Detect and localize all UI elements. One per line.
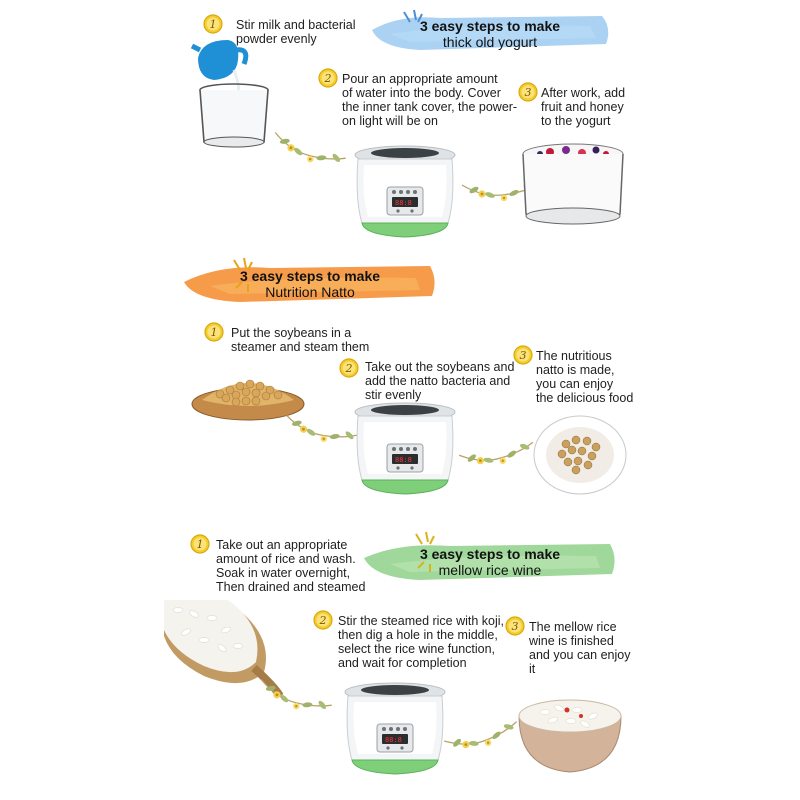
step-1-badge-icon: 1 [190,534,210,554]
rice-wine-bowl-icon [518,699,622,773]
ricewine-section: 3 easy steps to make mellow rice wine 1 … [0,520,800,800]
step-2-text: Take out the soybeans and add the natto … [365,360,515,402]
banner-brush-stroke [184,266,435,302]
yogurt-banner: 3 easy steps to make thick old yogurt [370,8,610,54]
sparkle-icon [415,531,435,572]
step-number: 1 [211,326,218,339]
step-3-badge-icon: 3 [518,82,538,102]
banner-title: 3 easy steps to make [419,18,561,34]
step-1-badge-icon: 1 [204,322,224,342]
step-2-text: Stir the steamed rice with koji, then di… [338,614,505,670]
pitcher-pouring-milk-icon [190,40,269,148]
step-3-badge-icon: 3 [513,345,533,365]
banner-brush-stroke [364,544,615,580]
flower-vine-icon [269,130,347,175]
step-number: 3 [525,86,532,99]
yogurt-machine-icon [354,402,456,495]
sparkle-icon [403,9,423,23]
flower-vine-icon [255,677,333,722]
step-1-text: Stir milk and bacterial powder evenly [236,18,356,46]
step-number: 1 [210,18,217,31]
banner-subtitle: Nutrition Natto [265,284,355,300]
banner-title: 3 easy steps to make [419,546,561,562]
step-1-text: Take out an appropriate amount of rice a… [216,538,366,594]
yogurt-machine-icon [344,682,446,775]
natto-bowl-icon [533,415,627,495]
yogurt-machine-icon [354,145,456,238]
yogurt-section: 3 easy steps to make thick old yogurt 1 … [0,0,800,255]
banner-title: 3 easy steps to make [239,268,381,284]
rice-on-wooden-spoon-icon [164,600,284,699]
step-number: 1 [197,538,204,551]
step-number: 2 [324,72,332,85]
step-number: 2 [319,614,327,627]
step-3-text: The nutritious natto is made, you can en… [536,349,634,405]
yogurt-bowl-with-fruit-icon [522,143,624,225]
step-3-badge-icon: 3 [505,616,525,636]
step-number: 2 [345,362,353,375]
banner-subtitle: thick old yogurt [442,34,538,50]
step-number: 3 [520,349,527,362]
step-2-badge-icon: 2 [339,358,359,378]
natto-section: 3 easy steps to make Nutrition Natto 1 P… [0,250,800,520]
step-3-text: The mellow rice wine is finished and you… [529,620,631,676]
natto-banner: 3 easy steps to make Nutrition Natto [180,256,440,308]
step-number: 3 [512,620,519,633]
banner-brush-stroke [372,16,609,50]
soybeans-on-wooden-plate-icon [191,379,305,421]
step-2-text: Pour an appropriate amount of water into… [342,72,518,128]
sparkle-icon [233,257,253,292]
step-1-text: Put the soybeans in a steamer and steam … [231,326,370,354]
step-3-text: After work, add fruit and honey to the y… [541,86,626,128]
step-1-badge-icon: 1 [203,14,223,34]
banner-subtitle: mellow rice wine [438,562,542,578]
step-2-badge-icon: 2 [313,610,333,630]
ricewine-banner: 3 easy steps to make mellow rice wine [360,531,620,586]
step-2-badge-icon: 2 [318,68,338,88]
